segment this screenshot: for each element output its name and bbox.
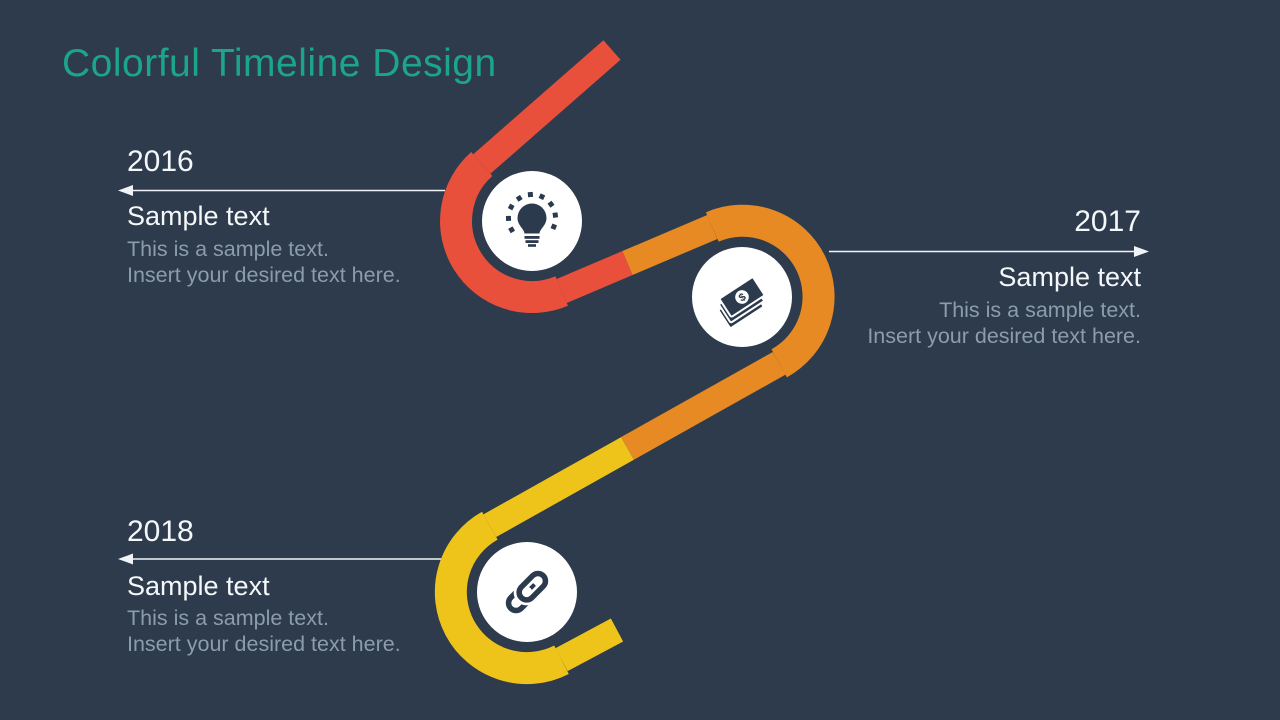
- arrow-2018: [118, 553, 441, 565]
- milestone-body-2017: This is a sample text. Insert your desir…: [867, 298, 1141, 349]
- milestone-heading-2016: Sample text: [127, 201, 270, 231]
- timeline-segment-2018-entry: [483, 437, 634, 538]
- milestone-year-2018: 2018: [127, 515, 194, 548]
- lightbulb-icon: [505, 191, 559, 247]
- milestone-year-2017: 2017: [1074, 205, 1141, 238]
- milestone-heading-2018: Sample text: [127, 571, 270, 601]
- arrow-2016: [118, 185, 445, 196]
- timeline-segment-2017-exit: [621, 351, 786, 460]
- timeline-curve: [434, 40, 835, 685]
- milestone-arrows: [118, 185, 1149, 565]
- timeline-segment-2016-entry: [473, 40, 621, 174]
- milestone-circle-2018: [477, 542, 577, 642]
- milestone-year-2016: 2016: [127, 145, 194, 178]
- milestone-heading-2017: Sample text: [998, 262, 1141, 292]
- milestone-body-2016: This is a sample text. Insert your desir…: [127, 237, 401, 288]
- link-icon: [505, 568, 551, 614]
- milestone-body-2018: This is a sample text. Insert your desir…: [127, 606, 401, 657]
- milestone-body-line: This is a sample text.: [127, 606, 329, 630]
- timeline-segment-2017-hook: [705, 204, 835, 378]
- milestone-body-line: Insert your desired text here.: [127, 631, 401, 656]
- timeline-segment-2016-hook: [440, 152, 568, 313]
- arrow-2017: [829, 246, 1149, 257]
- dollar-sign: $: [737, 291, 749, 304]
- milestone-body-line: Insert your desired text here.: [127, 262, 401, 287]
- timeline-segment-2016-exit: [556, 251, 633, 303]
- milestone-body-line: This is a sample text.: [127, 237, 329, 261]
- milestone-body-line: Insert your desired text here.: [867, 323, 1141, 348]
- money-icon: $: [717, 276, 766, 329]
- timeline-segment-2018-exit: [555, 618, 624, 672]
- slide-title: Colorful Timeline Design: [62, 42, 497, 85]
- milestone-body-line: This is a sample text.: [939, 298, 1141, 322]
- timeline-segment-2018-hook: [434, 511, 569, 685]
- timeline-segment-2017-entry: [622, 215, 718, 275]
